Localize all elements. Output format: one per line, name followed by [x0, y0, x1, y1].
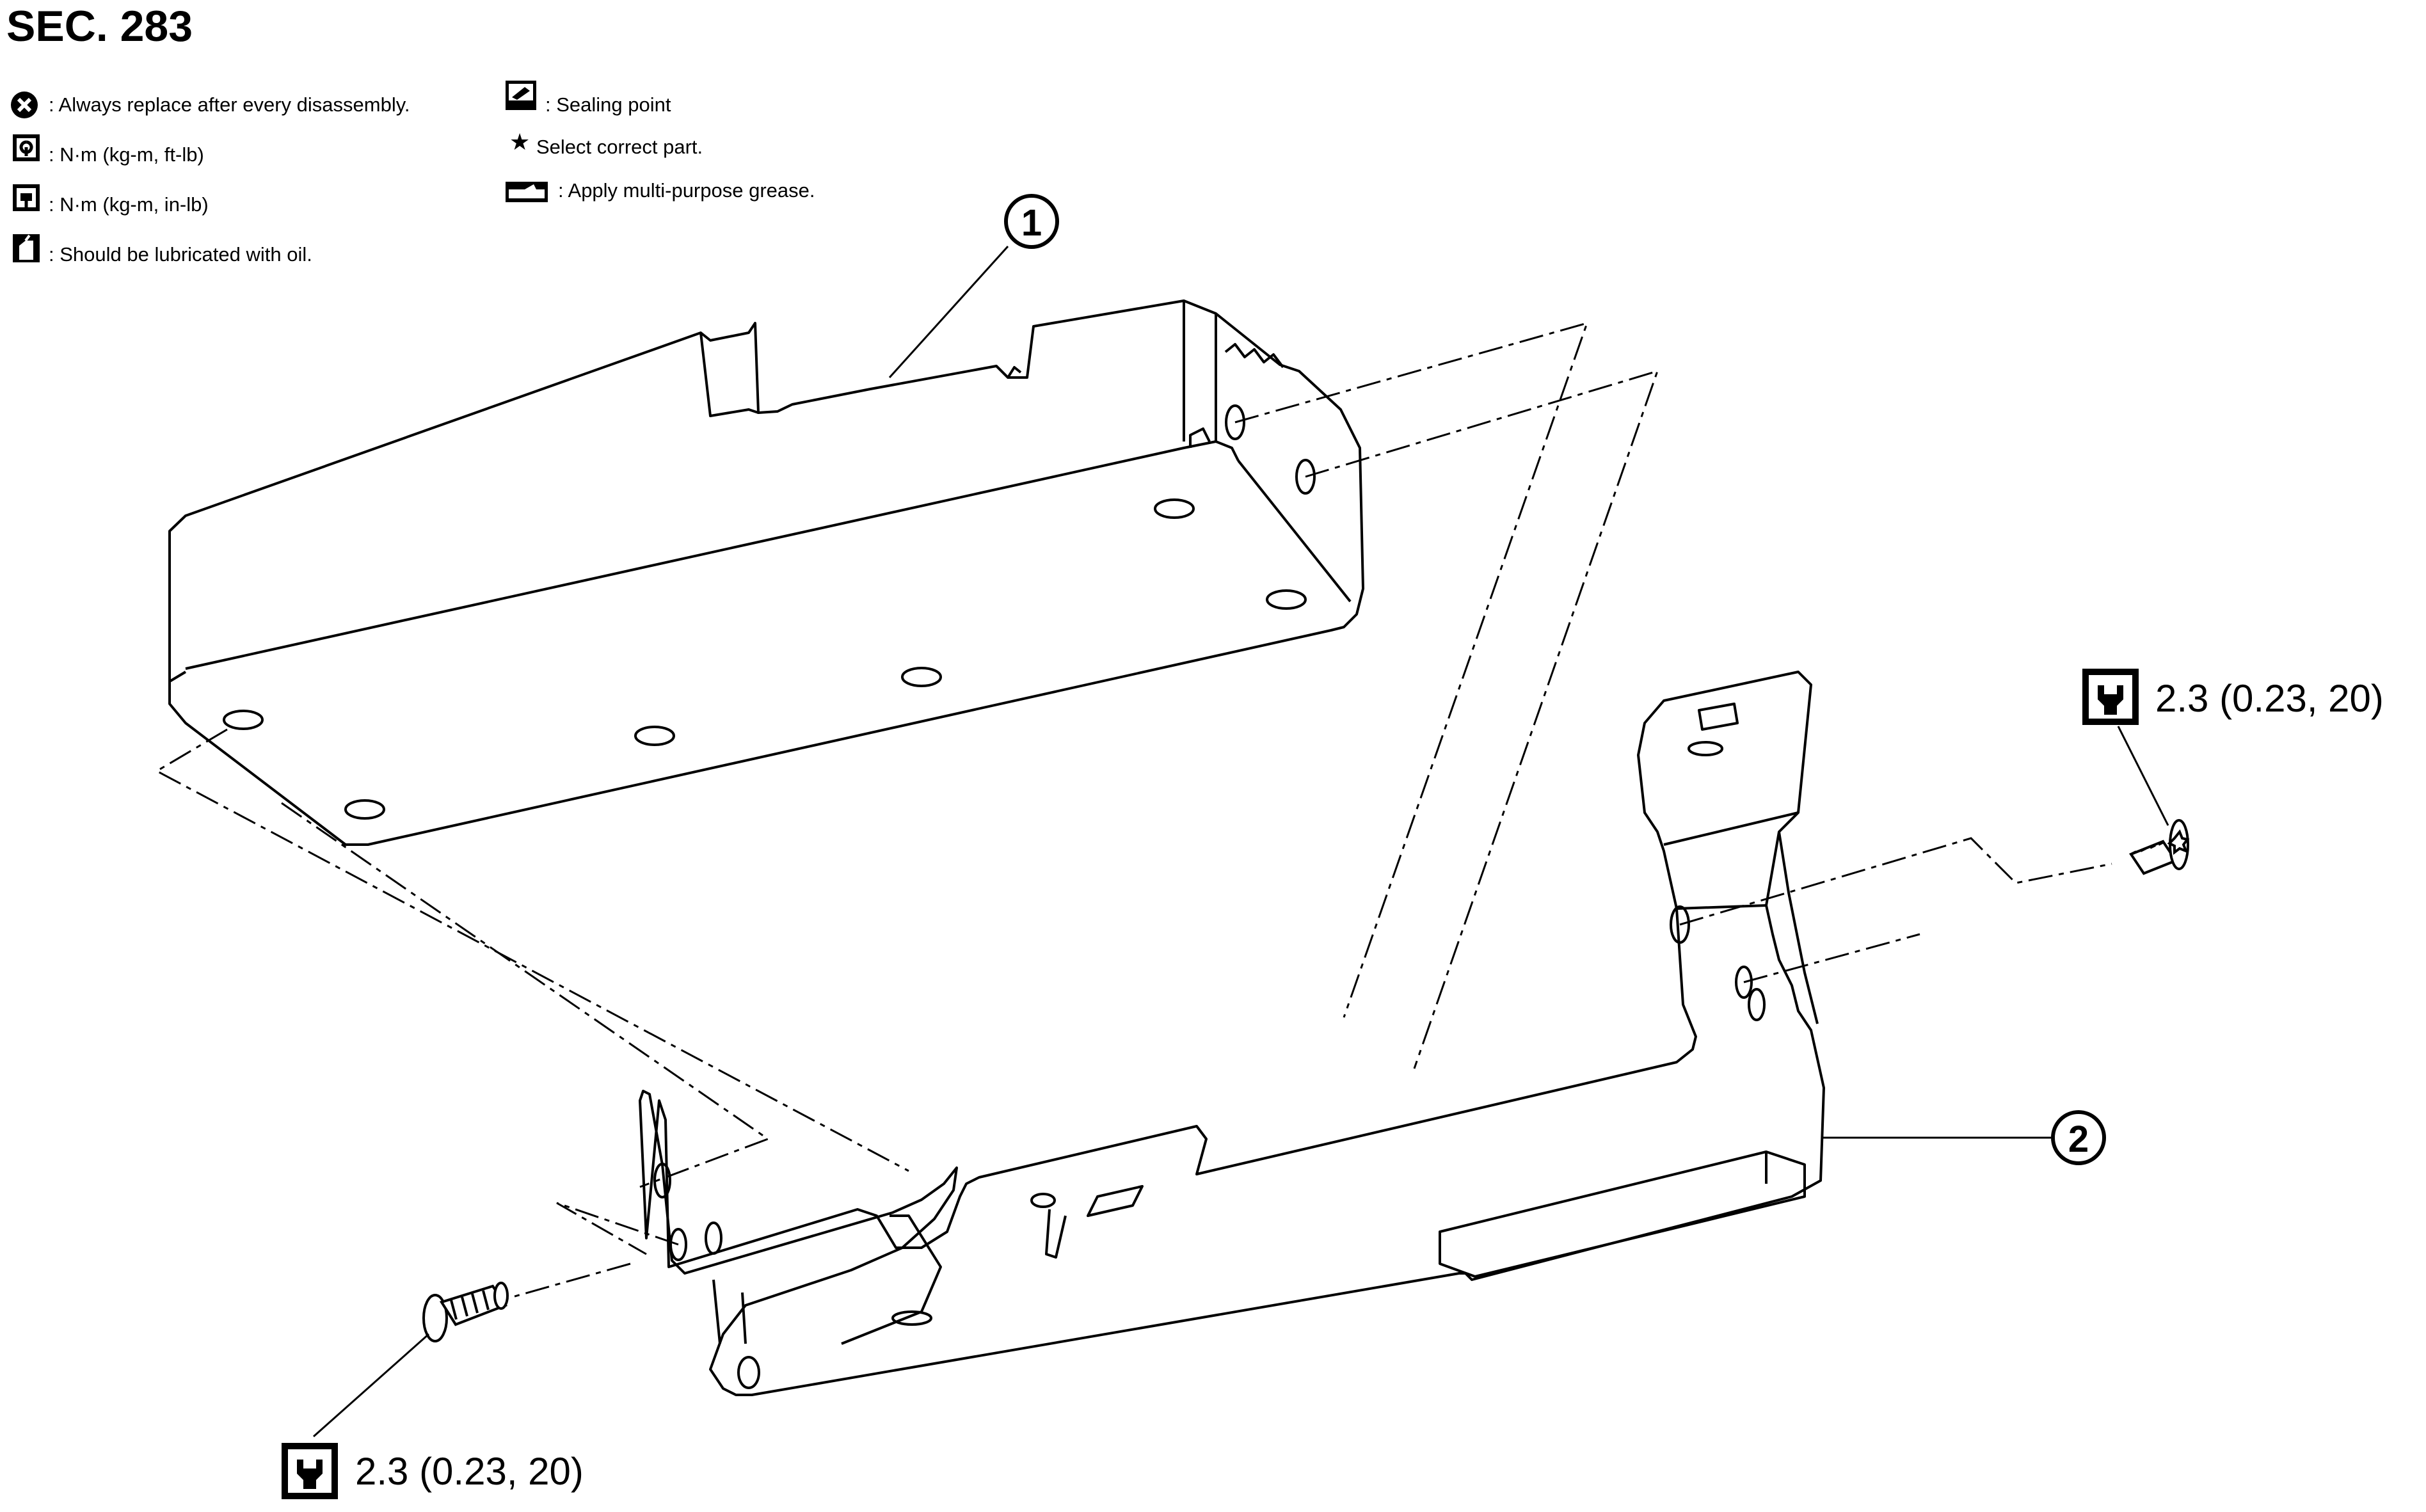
legend-oil-text: : Should be lubricated with oil.	[49, 243, 312, 266]
star-icon: ★	[509, 129, 530, 155]
torque-right-value: 2.3 (0.23, 20)	[2155, 677, 2384, 720]
grease-icon	[506, 182, 548, 202]
callout-2: 2	[1823, 1110, 2106, 1165]
legend-torque-ftlb-text: : N·m (kg-m, ft-lb)	[49, 143, 204, 166]
callout-2-label: 2	[2068, 1118, 2089, 1160]
section-title: SEC. 283	[6, 2, 193, 51]
alignment-lines	[154, 321, 2112, 1300]
legend-grease-text: : Apply multi-purpose grease.	[558, 179, 815, 202]
torque-spec-left: 2.3 (0.23, 20)	[282, 1333, 584, 1499]
torque-spec-right: 2.3 (0.23, 20)	[2082, 669, 2384, 826]
part-2-bracket	[639, 671, 1825, 1396]
legend-torque-inlb-text: : N·m (kg-m, in-lb)	[49, 193, 209, 216]
callout-1: 1	[888, 194, 1059, 379]
oil-can-icon	[13, 234, 40, 262]
part-1-unit	[168, 299, 1364, 846]
legend-replace-text: : Always replace after every disassembly…	[49, 93, 410, 116]
sealing-point-icon	[506, 81, 536, 110]
torque-ftlb-icon	[13, 134, 40, 161]
torque-left-value: 2.3 (0.23, 20)	[355, 1450, 584, 1493]
torque-inlb-icon	[13, 184, 40, 211]
legend-left: : Always replace after every disassembly…	[11, 92, 410, 266]
replace-x-icon	[11, 92, 38, 118]
legend-right: : Sealing point ★ Select correct part. :…	[506, 81, 815, 202]
callout-1-label: 1	[1021, 202, 1042, 244]
right-screw	[2128, 819, 2190, 875]
torque-inlb-icon	[282, 1443, 338, 1499]
left-screw	[422, 1282, 509, 1342]
legend-sealing-text: : Sealing point	[545, 93, 671, 116]
legend-select-text: Select correct part.	[536, 136, 703, 158]
torque-inlb-icon	[2082, 669, 2139, 725]
